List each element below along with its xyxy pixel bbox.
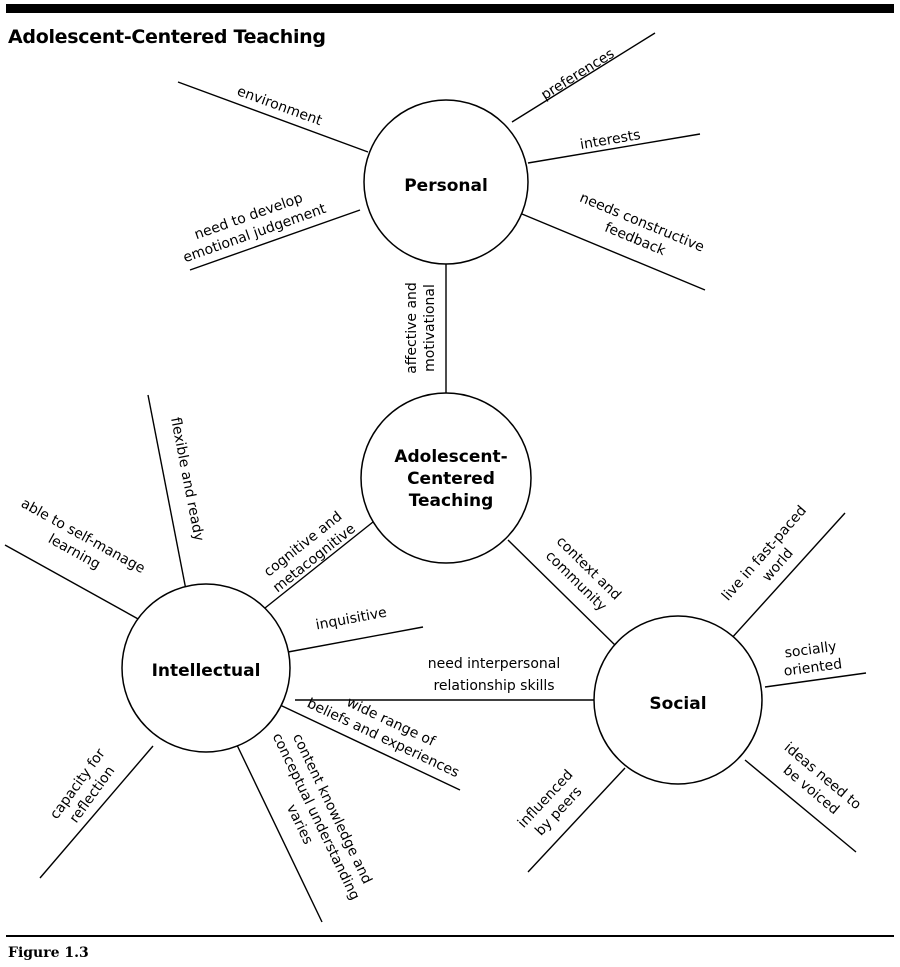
label-oriented: socially oriented	[783, 639, 843, 680]
node-personal	[363, 99, 529, 265]
label-reflection: capacity for reflection	[47, 746, 118, 826]
spoke-emotional	[189, 209, 361, 271]
spoke-inquisitive	[287, 626, 424, 653]
label-preferences: preferences	[538, 46, 617, 103]
spoke-interests	[527, 133, 701, 164]
node-intellectual-label: Intellectual	[152, 661, 261, 681]
spoke-flexible	[147, 394, 187, 591]
spoke-self-manage	[4, 544, 141, 621]
label-voiced: ideas need to be voiced	[780, 740, 864, 818]
node-center	[360, 392, 532, 564]
label-oriented-1: socially	[784, 639, 838, 662]
connector-center-intellectual	[264, 517, 379, 609]
bottom-rule	[6, 935, 894, 937]
spoke-content	[235, 742, 323, 923]
label-context: context and community	[542, 533, 624, 614]
node-center-label-3: Teaching	[409, 491, 494, 511]
node-intellectual	[121, 583, 291, 753]
spoke-fast-paced	[729, 512, 846, 641]
figure-label: Figure 1.3	[8, 945, 89, 961]
spoke-peers	[527, 767, 626, 873]
label-interpersonal-2: relationship skills	[433, 678, 554, 694]
diagram-title: Adolescent-Centered Teaching	[8, 26, 326, 48]
spoke-environment	[177, 81, 369, 153]
label-fast-paced: live in fast-paced world	[719, 503, 810, 604]
spoke-oriented	[764, 672, 867, 688]
label-inquisitive: inquisitive	[314, 605, 388, 634]
label-interpersonal-1: need interpersonal	[428, 656, 561, 672]
label-affective-2: motivational	[422, 284, 438, 372]
node-personal-label: Personal	[404, 176, 488, 196]
label-range-2: beliefs and experiences	[304, 696, 461, 782]
label-peers: influenced by peers	[515, 767, 586, 839]
label-feedback: needs constructive feedback	[577, 190, 706, 260]
node-social	[593, 615, 763, 785]
spoke-range	[279, 704, 461, 791]
spoke-voiced	[744, 759, 857, 853]
label-environment: environment	[235, 83, 325, 129]
spoke-reflection	[39, 745, 154, 879]
label-self-manage: able to self-manage learning	[18, 496, 147, 577]
label-oriented-2: oriented	[783, 656, 843, 680]
node-center-label-1: Adolescent-	[394, 447, 507, 467]
label-range: wide range of beliefs and experiences	[304, 694, 461, 782]
label-cognitive: cognitive and metacognitive	[261, 509, 359, 596]
label-fast-paced-1: live in fast-paced	[719, 503, 810, 604]
connector-center-social	[507, 539, 619, 649]
label-affective-1: affective and	[404, 282, 420, 374]
label-emotional: need to develop emotional judgement	[181, 190, 329, 266]
top-rule	[6, 4, 894, 13]
node-social-label: Social	[649, 694, 706, 714]
label-affective: affective and motivational	[404, 282, 438, 374]
spoke-preferences	[511, 32, 656, 123]
node-center-label-2: Centered	[407, 469, 495, 489]
spoke-feedback	[521, 213, 706, 291]
